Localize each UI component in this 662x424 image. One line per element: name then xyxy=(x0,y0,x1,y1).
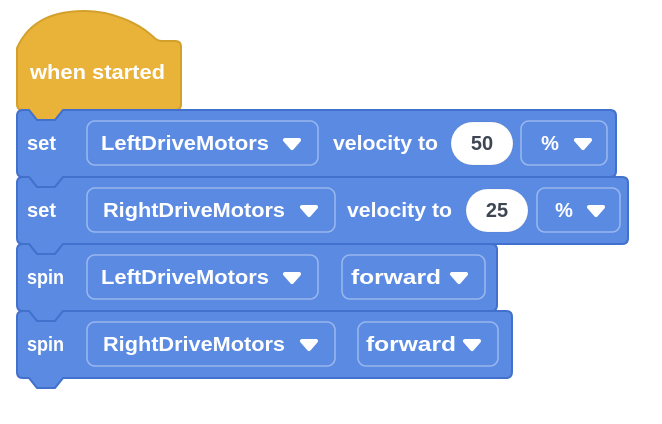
unit-dropdown[interactable]: % xyxy=(536,187,621,233)
dropdown-caret-icon xyxy=(574,138,592,150)
block-mid-label: velocity to xyxy=(347,200,452,222)
dropdown-caret-icon xyxy=(300,339,318,351)
motor-dropdown[interactable]: LeftDriveMotors xyxy=(86,120,319,166)
unit-dropdown-value: % xyxy=(541,133,559,155)
value-input-oval xyxy=(450,121,514,166)
value-input-oval xyxy=(465,188,529,233)
motor-dropdown-box xyxy=(86,120,319,166)
when-started-hat-block[interactable]: when started xyxy=(16,10,182,121)
block-set-velocity-left[interactable]: set LeftDriveMotors velocity to 50 % xyxy=(16,109,617,188)
block-spin-left[interactable]: spin LeftDriveMotors forward xyxy=(16,243,498,322)
direction-dropdown-box xyxy=(341,254,486,300)
motor-dropdown[interactable]: RightDriveMotors xyxy=(86,187,336,233)
motor-dropdown-box xyxy=(86,321,336,367)
velocity-value-input[interactable]: 25 xyxy=(465,188,529,233)
velocity-value: 25 xyxy=(486,200,508,222)
hat-block-label: when started xyxy=(29,62,165,84)
dropdown-caret-icon xyxy=(587,205,605,217)
motor-dropdown-value: RightDriveMotors xyxy=(103,334,285,356)
motor-dropdown-box xyxy=(86,187,336,233)
velocity-value-input[interactable]: 50 xyxy=(450,121,514,166)
unit-dropdown-value: % xyxy=(555,200,573,222)
direction-dropdown-box xyxy=(357,321,499,367)
dropdown-caret-icon xyxy=(283,138,301,150)
block-set-velocity-right[interactable]: set RightDriveMotors velocity to 25 % xyxy=(16,176,629,255)
motor-dropdown-value: RightDriveMotors xyxy=(103,200,285,222)
direction-dropdown-value: forward xyxy=(366,334,456,356)
motor-dropdown-value: LeftDriveMotors xyxy=(101,267,269,289)
block-shape xyxy=(16,310,513,389)
dropdown-caret-icon xyxy=(283,272,301,284)
direction-dropdown[interactable]: forward xyxy=(357,321,499,367)
block-opcode-label: set xyxy=(27,133,56,155)
block-opcode-label: spin xyxy=(27,334,64,356)
unit-dropdown[interactable]: % xyxy=(520,120,608,166)
block-opcode-label: set xyxy=(27,200,56,222)
block-opcode-label: spin xyxy=(27,267,64,289)
motor-dropdown-box xyxy=(86,254,319,300)
unit-dropdown-box xyxy=(536,187,621,233)
motor-dropdown[interactable]: LeftDriveMotors xyxy=(86,254,319,300)
block-spin-right[interactable]: spin RightDriveMotors forward xyxy=(16,310,513,389)
motor-dropdown[interactable]: RightDriveMotors xyxy=(86,321,336,367)
unit-dropdown-box xyxy=(520,120,608,166)
dropdown-caret-icon xyxy=(463,339,481,351)
block-mid-label: velocity to xyxy=(333,133,438,155)
dropdown-caret-icon xyxy=(300,205,318,217)
direction-dropdown-value: forward xyxy=(351,267,441,289)
direction-dropdown[interactable]: forward xyxy=(341,254,486,300)
velocity-value: 50 xyxy=(471,133,493,155)
motor-dropdown-value: LeftDriveMotors xyxy=(101,133,269,155)
dropdown-caret-icon xyxy=(450,272,468,284)
